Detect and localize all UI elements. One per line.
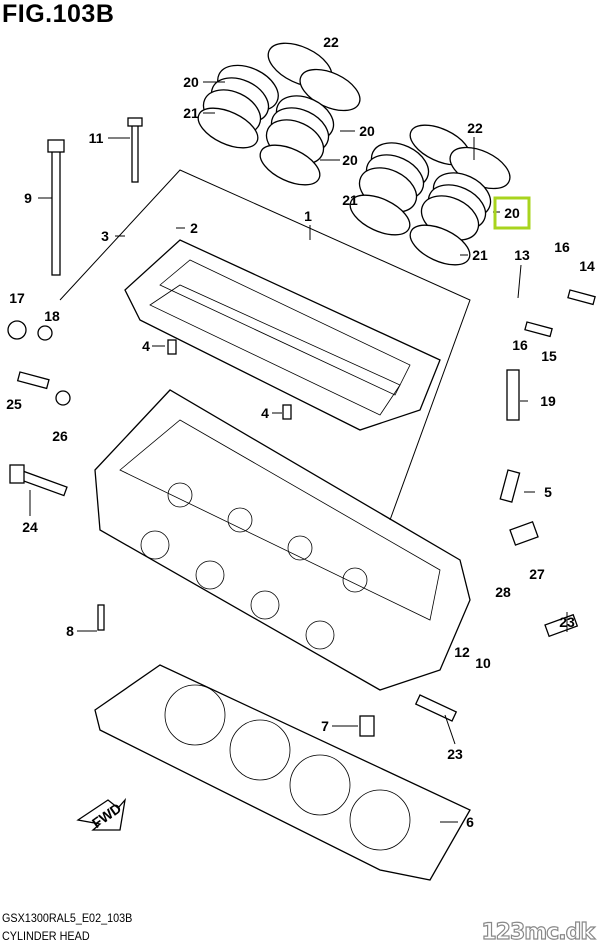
callout-20[interactable]: 20	[183, 74, 199, 90]
figure-title: FIG.103B	[2, 0, 115, 28]
callout-23[interactable]: 23	[559, 614, 575, 630]
callout-20[interactable]: 20	[342, 152, 358, 168]
callout-16[interactable]: 16	[512, 337, 528, 353]
callout-7[interactable]: 7	[321, 718, 329, 734]
callout-22[interactable]: 22	[323, 34, 339, 50]
callout-16[interactable]: 16	[554, 239, 570, 255]
callout-15[interactable]: 15	[541, 348, 557, 364]
callout-23[interactable]: 23	[447, 746, 463, 762]
highlight-box	[493, 196, 531, 230]
callout-4[interactable]: 4	[261, 405, 269, 421]
bolts	[7, 117, 596, 737]
callout-25[interactable]: 25	[6, 396, 22, 412]
callout-12[interactable]: 12	[454, 644, 470, 660]
callout-20[interactable]: 20	[359, 123, 375, 139]
callout-labels: 22 20 21 20 11 22 20 9 21 20 1 2 3 21 13…	[6, 34, 595, 830]
cylinder-head	[94, 239, 471, 691]
callout-24[interactable]: 24	[22, 519, 38, 535]
callout-26[interactable]: 26	[52, 428, 68, 444]
callout-9[interactable]: 9	[24, 190, 32, 206]
callout-14[interactable]: 14	[579, 258, 595, 274]
fwd-arrow: FWD	[76, 797, 127, 831]
callout-2[interactable]: 2	[190, 220, 198, 236]
leader-lines	[29, 81, 568, 823]
callout-19[interactable]: 19	[540, 393, 556, 409]
head-gasket	[94, 664, 471, 881]
callout-28[interactable]: 28	[495, 584, 511, 600]
callout-21[interactable]: 21	[183, 105, 199, 121]
callout-17[interactable]: 17	[9, 290, 25, 306]
callout-21[interactable]: 21	[342, 192, 358, 208]
intake-boots-and-clamps	[197, 42, 511, 266]
callout-22[interactable]: 22	[467, 120, 483, 136]
callout-18[interactable]: 18	[44, 308, 60, 324]
callout-1[interactable]: 1	[304, 208, 312, 224]
callout-6[interactable]: 6	[466, 814, 474, 830]
assembly-frame	[59, 169, 471, 521]
callout-20-highlighted[interactable]: 20	[504, 205, 520, 221]
callout-27[interactable]: 27	[529, 566, 545, 582]
callout-11[interactable]: 11	[89, 130, 104, 146]
callout-4[interactable]: 4	[142, 338, 150, 354]
callout-8[interactable]: 8	[66, 623, 74, 639]
callout-5[interactable]: 5	[544, 484, 552, 500]
model-code: GSX1300RAL5_E02_103B	[2, 911, 133, 925]
callout-13[interactable]: 13	[514, 247, 530, 263]
callout-10[interactable]: 10	[475, 655, 491, 671]
callout-21[interactable]: 21	[472, 247, 488, 263]
callout-3[interactable]: 3	[101, 228, 109, 244]
diagram-name: CYLINDER HEAD	[2, 929, 90, 943]
watermark-logo: 123mc.dk	[481, 919, 596, 945]
